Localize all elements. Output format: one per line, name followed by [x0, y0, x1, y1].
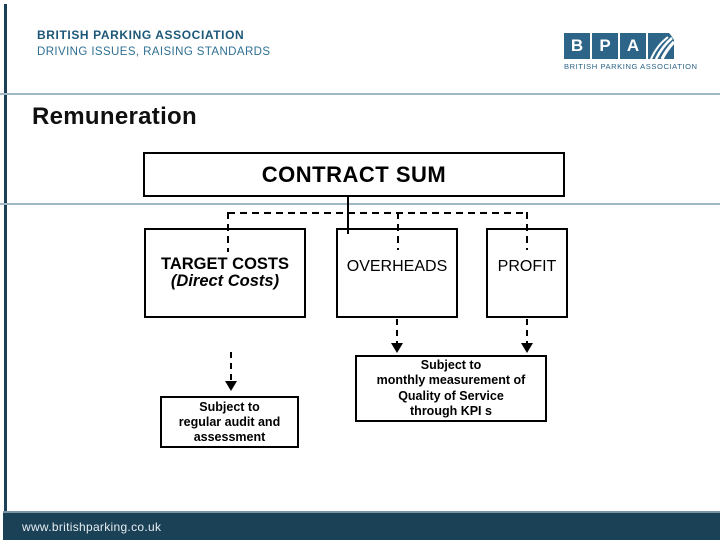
bpa-tile-b: B [564, 33, 590, 59]
kpi-note-box: Subject to monthly measurement of Qualit… [355, 355, 547, 422]
org-tagline: DRIVING ISSUES, RAISING STANDARDS [37, 45, 271, 58]
profit-label: PROFIT [497, 258, 557, 275]
target-costs-sublabel: (Direct Costs) [170, 272, 280, 290]
branch-connector-target [227, 212, 229, 252]
kpi-note-line: through KPI s [410, 404, 492, 418]
overheads-kpi-arrow-line [396, 319, 398, 344]
contract-sum-box: CONTRACT SUM [143, 152, 565, 197]
mid-divider [0, 203, 720, 205]
bpa-road-icon [648, 33, 674, 59]
audit-note-line: Subject to [199, 399, 260, 414]
kpi-note-line: Quality of Service [398, 388, 504, 403]
audit-note-box: Subject to regular audit and assessment [160, 396, 299, 448]
overheads-kpi-arrow-head [391, 343, 403, 353]
bpa-logo: B P A BRITISH PARKING ASSOCIATION [564, 33, 698, 71]
kpi-note-line: monthly measurement of [376, 373, 526, 387]
profit-box: PROFIT [486, 228, 568, 318]
branch-connector-profit [526, 212, 528, 250]
bpa-tile-row: B P A [564, 33, 698, 59]
footer-bar: www.britishparking.co.uk [3, 511, 720, 540]
contract-sum-label: CONTRACT SUM [261, 161, 447, 187]
profit-kpi-arrow-head [521, 343, 533, 353]
overheads-label: OVERHEADS [346, 258, 448, 275]
target-costs-label: TARGET COSTS [160, 255, 290, 273]
audit-arrow-head [225, 381, 237, 391]
org-name: BRITISH PARKING ASSOCIATION [37, 28, 245, 42]
profit-kpi-arrow-line [526, 319, 528, 344]
branch-connector-overheads [397, 212, 399, 250]
root-connector-stub [347, 197, 349, 234]
audit-note-line: assessment [193, 429, 266, 444]
audit-arrow-line [230, 352, 232, 382]
bpa-tile-a: A [620, 33, 646, 59]
target-costs-box: TARGET COSTS (Direct Costs) [144, 228, 306, 318]
audit-note-line: regular audit and [178, 414, 281, 429]
header-divider [0, 93, 720, 95]
branch-connector-horizontal [228, 212, 527, 214]
left-accent-bar [4, 4, 7, 540]
bpa-caption: BRITISH PARKING ASSOCIATION [564, 62, 698, 71]
slide-title: Remuneration [32, 103, 197, 130]
kpi-note-line: Subject to [420, 357, 482, 372]
bpa-word-logo: BRITISH PARKING ASSOCIATION DRIVING ISSU… [37, 28, 271, 59]
bpa-tile-p: P [592, 33, 618, 59]
footer-url: www.britishparking.co.uk [22, 519, 162, 534]
